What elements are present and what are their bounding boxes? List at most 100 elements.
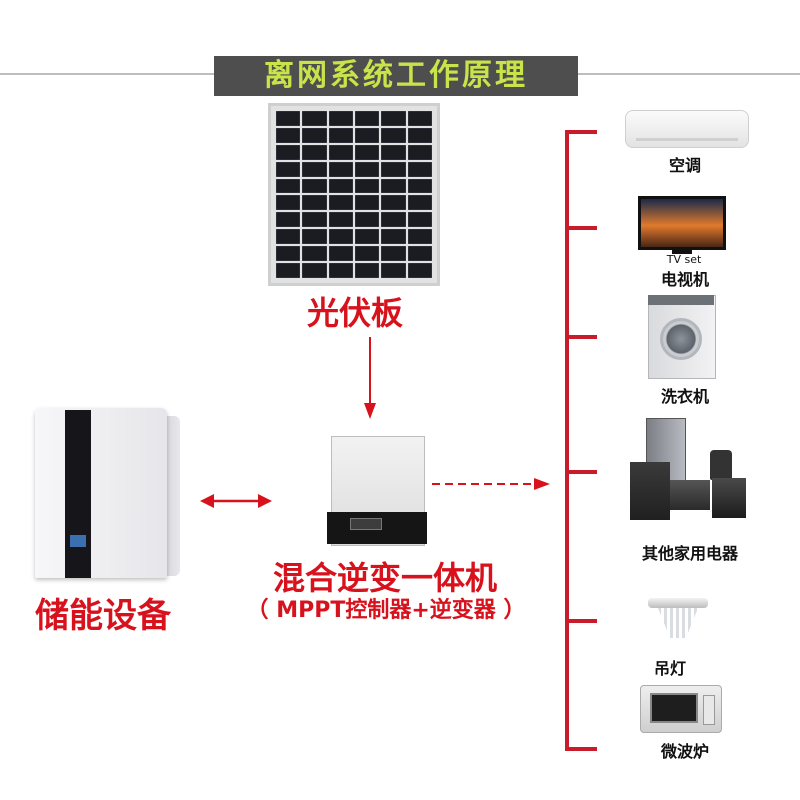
- solar-cell: [355, 246, 380, 262]
- bus-tick-microwave: [565, 747, 597, 751]
- stove-image: [630, 462, 670, 520]
- solar-cell: [328, 127, 353, 143]
- appliance-label-microwave: 微波炉: [660, 742, 709, 761]
- solar-cell: [328, 263, 353, 278]
- solar-cell: [381, 212, 406, 228]
- small-oven-image: [670, 480, 710, 510]
- battery-stripe: [65, 410, 91, 578]
- mixer-image: [710, 450, 732, 480]
- arrow-battery-inverter: [200, 494, 272, 508]
- air-conditioner-image: [625, 110, 749, 148]
- bus-tick-washer: [565, 335, 597, 339]
- oven-image: [712, 478, 746, 518]
- solar-cell: [355, 161, 380, 177]
- solar-cell: [302, 161, 327, 177]
- appliance-label-washer: 洗衣机: [660, 387, 709, 406]
- solar-cell: [381, 127, 406, 143]
- solar-cell: [276, 161, 301, 177]
- tv-image: [638, 196, 726, 250]
- solar-cell: [328, 144, 353, 160]
- solar-cell: [276, 111, 301, 126]
- solar-cell: [328, 229, 353, 245]
- solar-cell: [328, 195, 353, 211]
- solar-cell: [381, 246, 406, 262]
- solar-cell: [302, 127, 327, 143]
- solar-cell: [381, 144, 406, 160]
- solar-cell: [355, 212, 380, 228]
- inverter-note: （ MPPT控制器+逆变器 ）: [246, 598, 526, 623]
- solar-cell: [407, 111, 432, 126]
- solar-cell: [302, 178, 327, 194]
- arrow-panel-to-inverter: [364, 337, 376, 419]
- solar-cell: [302, 263, 327, 278]
- solar-cell: [355, 195, 380, 211]
- solar-cell-grid: [276, 111, 432, 278]
- solar-cell: [355, 144, 380, 160]
- solar-panel-image: [268, 103, 440, 286]
- solar-cell: [276, 127, 301, 143]
- solar-cell: [276, 212, 301, 228]
- solar-cell: [355, 263, 380, 278]
- solar-cell: [407, 263, 432, 278]
- washer-door: [660, 318, 702, 360]
- solar-cell: [328, 178, 353, 194]
- solar-cell: [302, 229, 327, 245]
- solar-cell: [302, 195, 327, 211]
- solar-cell: [381, 229, 406, 245]
- solar-cell: [381, 263, 406, 278]
- inverter-display: [350, 518, 382, 530]
- solar-cell: [407, 246, 432, 262]
- microwave-window: [650, 693, 698, 723]
- solar-cell: [276, 246, 301, 262]
- solar-cell: [276, 178, 301, 194]
- solar-cell: [355, 229, 380, 245]
- tv-sublabel: TV set: [666, 253, 702, 266]
- solar-cell: [355, 111, 380, 126]
- battery-screen: [70, 535, 86, 547]
- solar-cell: [381, 178, 406, 194]
- solar-cell: [407, 144, 432, 160]
- washer-top-panel: [648, 295, 714, 305]
- appliance-label-ac: 空调: [668, 156, 701, 175]
- solar-cell: [381, 195, 406, 211]
- solar-cell: [302, 144, 327, 160]
- solar-cell: [276, 229, 301, 245]
- battery-label: 储能设备: [35, 596, 171, 636]
- arrow-inverter-to-loads: [432, 478, 550, 490]
- inverter-label: 混合逆变一体机: [272, 559, 497, 597]
- appliance-label-others: 其他家用电器: [641, 544, 738, 563]
- battery-image: [35, 408, 167, 578]
- solar-cell: [381, 111, 406, 126]
- solar-cell: [328, 246, 353, 262]
- solar-cell: [355, 127, 380, 143]
- solar-cell: [381, 161, 406, 177]
- tv-stand: [672, 250, 692, 254]
- solar-cell: [276, 195, 301, 211]
- solar-cell: [302, 246, 327, 262]
- solar-cell: [407, 229, 432, 245]
- solar-cell: [407, 178, 432, 194]
- solar-panel-label: 光伏板: [306, 294, 403, 332]
- appliance-label-tv: 电视机: [660, 270, 709, 289]
- solar-cell: [407, 127, 432, 143]
- bus-tick-lamp: [565, 619, 597, 623]
- diagram-title: 离网系统工作原理: [214, 56, 578, 96]
- solar-cell: [407, 195, 432, 211]
- solar-cell: [355, 178, 380, 194]
- solar-cell: [407, 161, 432, 177]
- solar-cell: [276, 263, 301, 278]
- bus-tick-appliances: [565, 470, 597, 474]
- solar-cell: [407, 212, 432, 228]
- solar-cell: [302, 111, 327, 126]
- appliance-label-lamp: 吊灯: [653, 659, 686, 678]
- chandelier-top: [648, 598, 708, 608]
- microwave-controls: [703, 695, 715, 725]
- solar-cell: [302, 212, 327, 228]
- solar-cell: [328, 111, 353, 126]
- solar-cell: [276, 144, 301, 160]
- bus-tick-ac: [565, 130, 597, 134]
- load-bus-line: [565, 130, 569, 751]
- chandelier-image: [658, 608, 698, 638]
- solar-cell: [328, 161, 353, 177]
- solar-cell: [328, 212, 353, 228]
